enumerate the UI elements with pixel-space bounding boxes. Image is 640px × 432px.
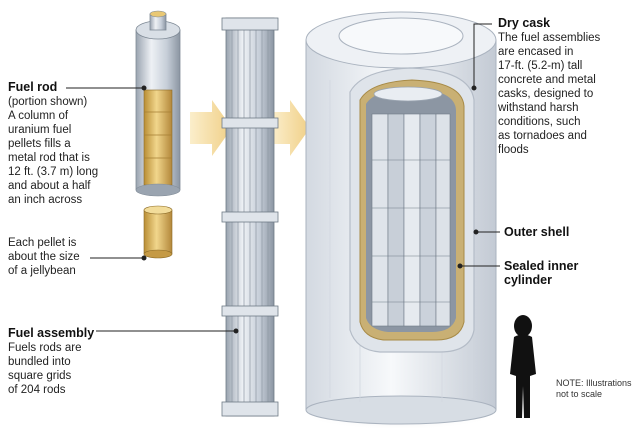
fuel-rod-subtitle: (portion shown) bbox=[8, 96, 88, 108]
inner-cylinder-label: Sealed inner cylinder bbox=[504, 259, 579, 287]
fuel-assembly-illustration bbox=[221, 17, 279, 417]
fuel-assembly-title: Fuel assembly bbox=[8, 326, 95, 340]
fuel-assembly-description: Fuels rods are bundled into square grids… bbox=[8, 342, 82, 396]
fuel-rod-description: A column of uranium fuel pellets fills a… bbox=[8, 110, 99, 206]
dry-cask-title: Dry cask bbox=[498, 16, 551, 30]
scale-note: NOTE: Illustrations not to scale bbox=[556, 378, 632, 399]
dry-cask-illustration bbox=[305, 11, 497, 425]
arrow-assembly-to-cask bbox=[272, 100, 310, 156]
fuel-pellet-illustration bbox=[143, 205, 173, 259]
arrow-rod-to-assembly bbox=[190, 100, 232, 156]
cask-fuel-assemblies bbox=[371, 113, 451, 327]
pellet-description: Each pellet is about the size of a jelly… bbox=[8, 237, 80, 277]
fuel-rod-illustration bbox=[135, 10, 181, 197]
leader-lines bbox=[66, 23, 500, 334]
outer-shell-label: Outer shell bbox=[504, 225, 570, 239]
fuel-rod-title: Fuel rod bbox=[8, 80, 58, 94]
person-silhouette bbox=[510, 315, 536, 418]
dry-cask-description: The fuel assemblies are encased in 17-ft… bbox=[498, 32, 601, 156]
